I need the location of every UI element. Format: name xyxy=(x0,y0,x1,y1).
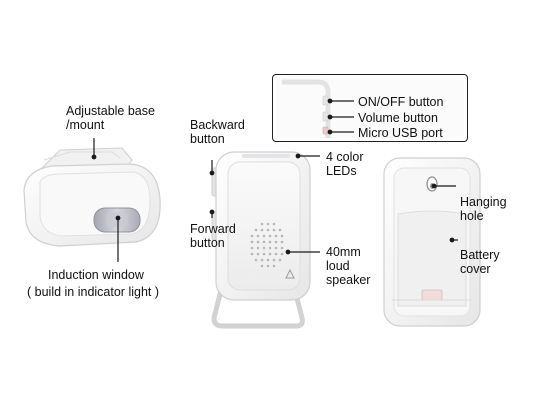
brand-logo-icon xyxy=(285,268,295,279)
top-view-callout-box xyxy=(272,74,468,142)
label-hanging-hole: Hanging hole xyxy=(460,195,507,223)
receiver-back xyxy=(383,157,481,327)
usb-port xyxy=(322,126,329,135)
label-usb-port: Micro USB port xyxy=(358,126,443,140)
label-on-off-button: ON/OFF button xyxy=(358,95,444,109)
label-battery-cover: Battery cover xyxy=(460,248,500,276)
receiver-top-inset xyxy=(276,78,464,138)
leader-lines xyxy=(91,98,458,262)
battery-cover xyxy=(397,210,467,307)
motion-sensor xyxy=(23,147,161,247)
label-induction-window: Induction window xyxy=(48,268,144,282)
led-strip xyxy=(242,154,290,158)
receiver-stand xyxy=(211,285,305,329)
receiver-front xyxy=(211,151,311,329)
label-backward-button: Backward button xyxy=(190,118,245,146)
label-color-leds: 4 color LEDs xyxy=(326,150,364,178)
label-adjustable-base: Adjustable base /mount xyxy=(66,104,155,132)
label-forward-button: Forward button xyxy=(190,222,236,250)
label-speaker: 40mm loud speaker xyxy=(326,245,371,287)
label-indicator-light: ( build in indicator light ) xyxy=(27,285,160,299)
speaker-grille xyxy=(250,222,284,268)
label-volume-button: Volume button xyxy=(358,111,438,125)
